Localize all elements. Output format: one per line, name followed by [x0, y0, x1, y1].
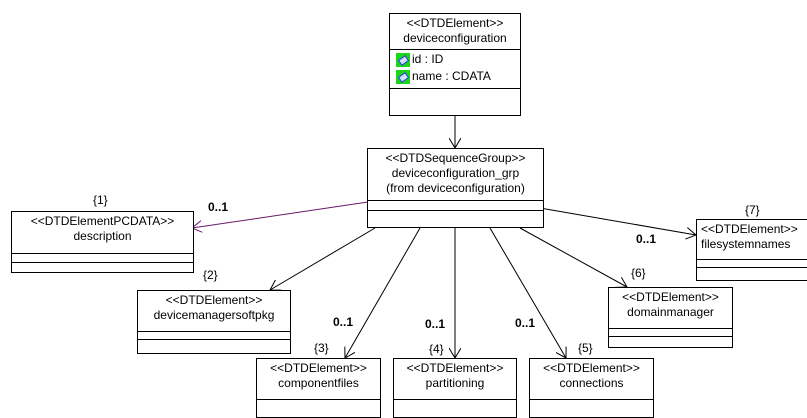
link-domainmanager [519, 227, 627, 287]
root-header: <<DTDElement>> deviceconfiguration [390, 14, 520, 46]
attribute-text: id : ID [412, 52, 444, 66]
order-label-2: {2} [203, 268, 218, 282]
connections-header: <<DTDElement>> connections [530, 359, 653, 391]
root-element-box[interactable]: <<DTDElement>> deviceconfiguration id : … [389, 13, 521, 116]
group-name: deviceconfiguration_grp [391, 166, 520, 180]
componentfiles-name: componentfiles [278, 376, 359, 390]
link-componentfiles [345, 227, 421, 358]
group-stereotype: <<DTDSequenceGroup>> [385, 151, 526, 165]
order-label-7: {7} [745, 203, 760, 217]
group-from: (from deviceconfiguration) [386, 181, 525, 195]
attribute-key-icon [396, 52, 410, 67]
order-label-6: {6} [631, 266, 646, 280]
devicemanagersoftpkg-stereotype: <<DTDElement>> [165, 293, 263, 307]
componentfiles-stereotype: <<DTDElement>> [270, 361, 367, 375]
link-filesystemnames [539, 207, 696, 235]
order-label-1: {1} [93, 193, 108, 207]
partitioning-header: <<DTDElement>> partitioning [394, 359, 516, 391]
link-connections [489, 227, 566, 358]
attribute-row: name : CDATA [390, 69, 520, 84]
attribute-row: id : ID [390, 52, 520, 67]
connections-name: connections [559, 376, 624, 390]
domainmanager-name: domainmanager [627, 305, 714, 319]
order-label-5: {5} [578, 341, 593, 355]
filesystemnames-name: filesystemnames [701, 237, 791, 251]
description-stereotype: <<DTDElementPCDATA>> [30, 214, 175, 228]
multiplicity-connections: 0..1 [515, 316, 536, 330]
devicemanagersoftpkg-name: devicemanagersoftpkg [153, 308, 275, 322]
multiplicity-description: 0..1 [208, 200, 229, 214]
root-stereotype: <<DTDElement>> [406, 16, 504, 30]
link-description [192, 201, 369, 228]
filesystemnames-stereotype: <<DTDElement>> [701, 222, 798, 236]
element-box-connections[interactable]: <<DTDElement>> connections [529, 358, 654, 418]
element-box-description[interactable]: <<DTDElementPCDATA>> description [11, 211, 194, 273]
group-header: <<DTDSequenceGroup>> deviceconfiguration… [368, 149, 543, 196]
root-name: deviceconfiguration [403, 31, 507, 45]
order-label-4: {4} [429, 342, 444, 356]
connections-stereotype: <<DTDElement>> [543, 361, 640, 375]
element-box-devicemanagersoftpkg[interactable]: <<DTDElement>> devicemanagersoftpkg [137, 290, 291, 354]
multiplicity-componentfiles: 0..1 [333, 315, 354, 329]
order-label-3: {3} [314, 341, 329, 355]
partitioning-name: partitioning [425, 376, 485, 390]
componentfiles-header: <<DTDElement>> componentfiles [257, 359, 380, 391]
element-box-domainmanager[interactable]: <<DTDElement>> domainmanager [608, 287, 733, 348]
attribute-key-icon [396, 69, 410, 84]
description-header: <<DTDElementPCDATA>> description [12, 212, 193, 244]
sequence-group-box[interactable]: <<DTDSequenceGroup>> deviceconfiguration… [367, 148, 544, 228]
partitioning-stereotype: <<DTDElement>> [406, 361, 504, 375]
multiplicity-filesystemnames: 0..1 [636, 232, 657, 246]
attribute-text: name : CDATA [412, 69, 491, 83]
element-box-filesystemnames[interactable]: <<DTDElement>> filesystemnames [696, 219, 807, 281]
filesystemnames-header: <<DTDElement>> filesystemnames [697, 220, 807, 252]
multiplicity-partitioning: 0..1 [425, 317, 446, 331]
domainmanager-header: <<DTDElement>> domainmanager [609, 288, 732, 320]
description-name: description [73, 229, 132, 243]
devicemanagersoftpkg-header: <<DTDElement>> devicemanagersoftpkg [138, 291, 290, 323]
element-box-componentfiles[interactable]: <<DTDElement>> componentfiles [256, 358, 381, 418]
element-box-partitioning[interactable]: <<DTDElement>> partitioning [393, 358, 517, 418]
link-devicemanagersoftpkg [270, 227, 376, 290]
domainmanager-stereotype: <<DTDElement>> [622, 290, 719, 304]
